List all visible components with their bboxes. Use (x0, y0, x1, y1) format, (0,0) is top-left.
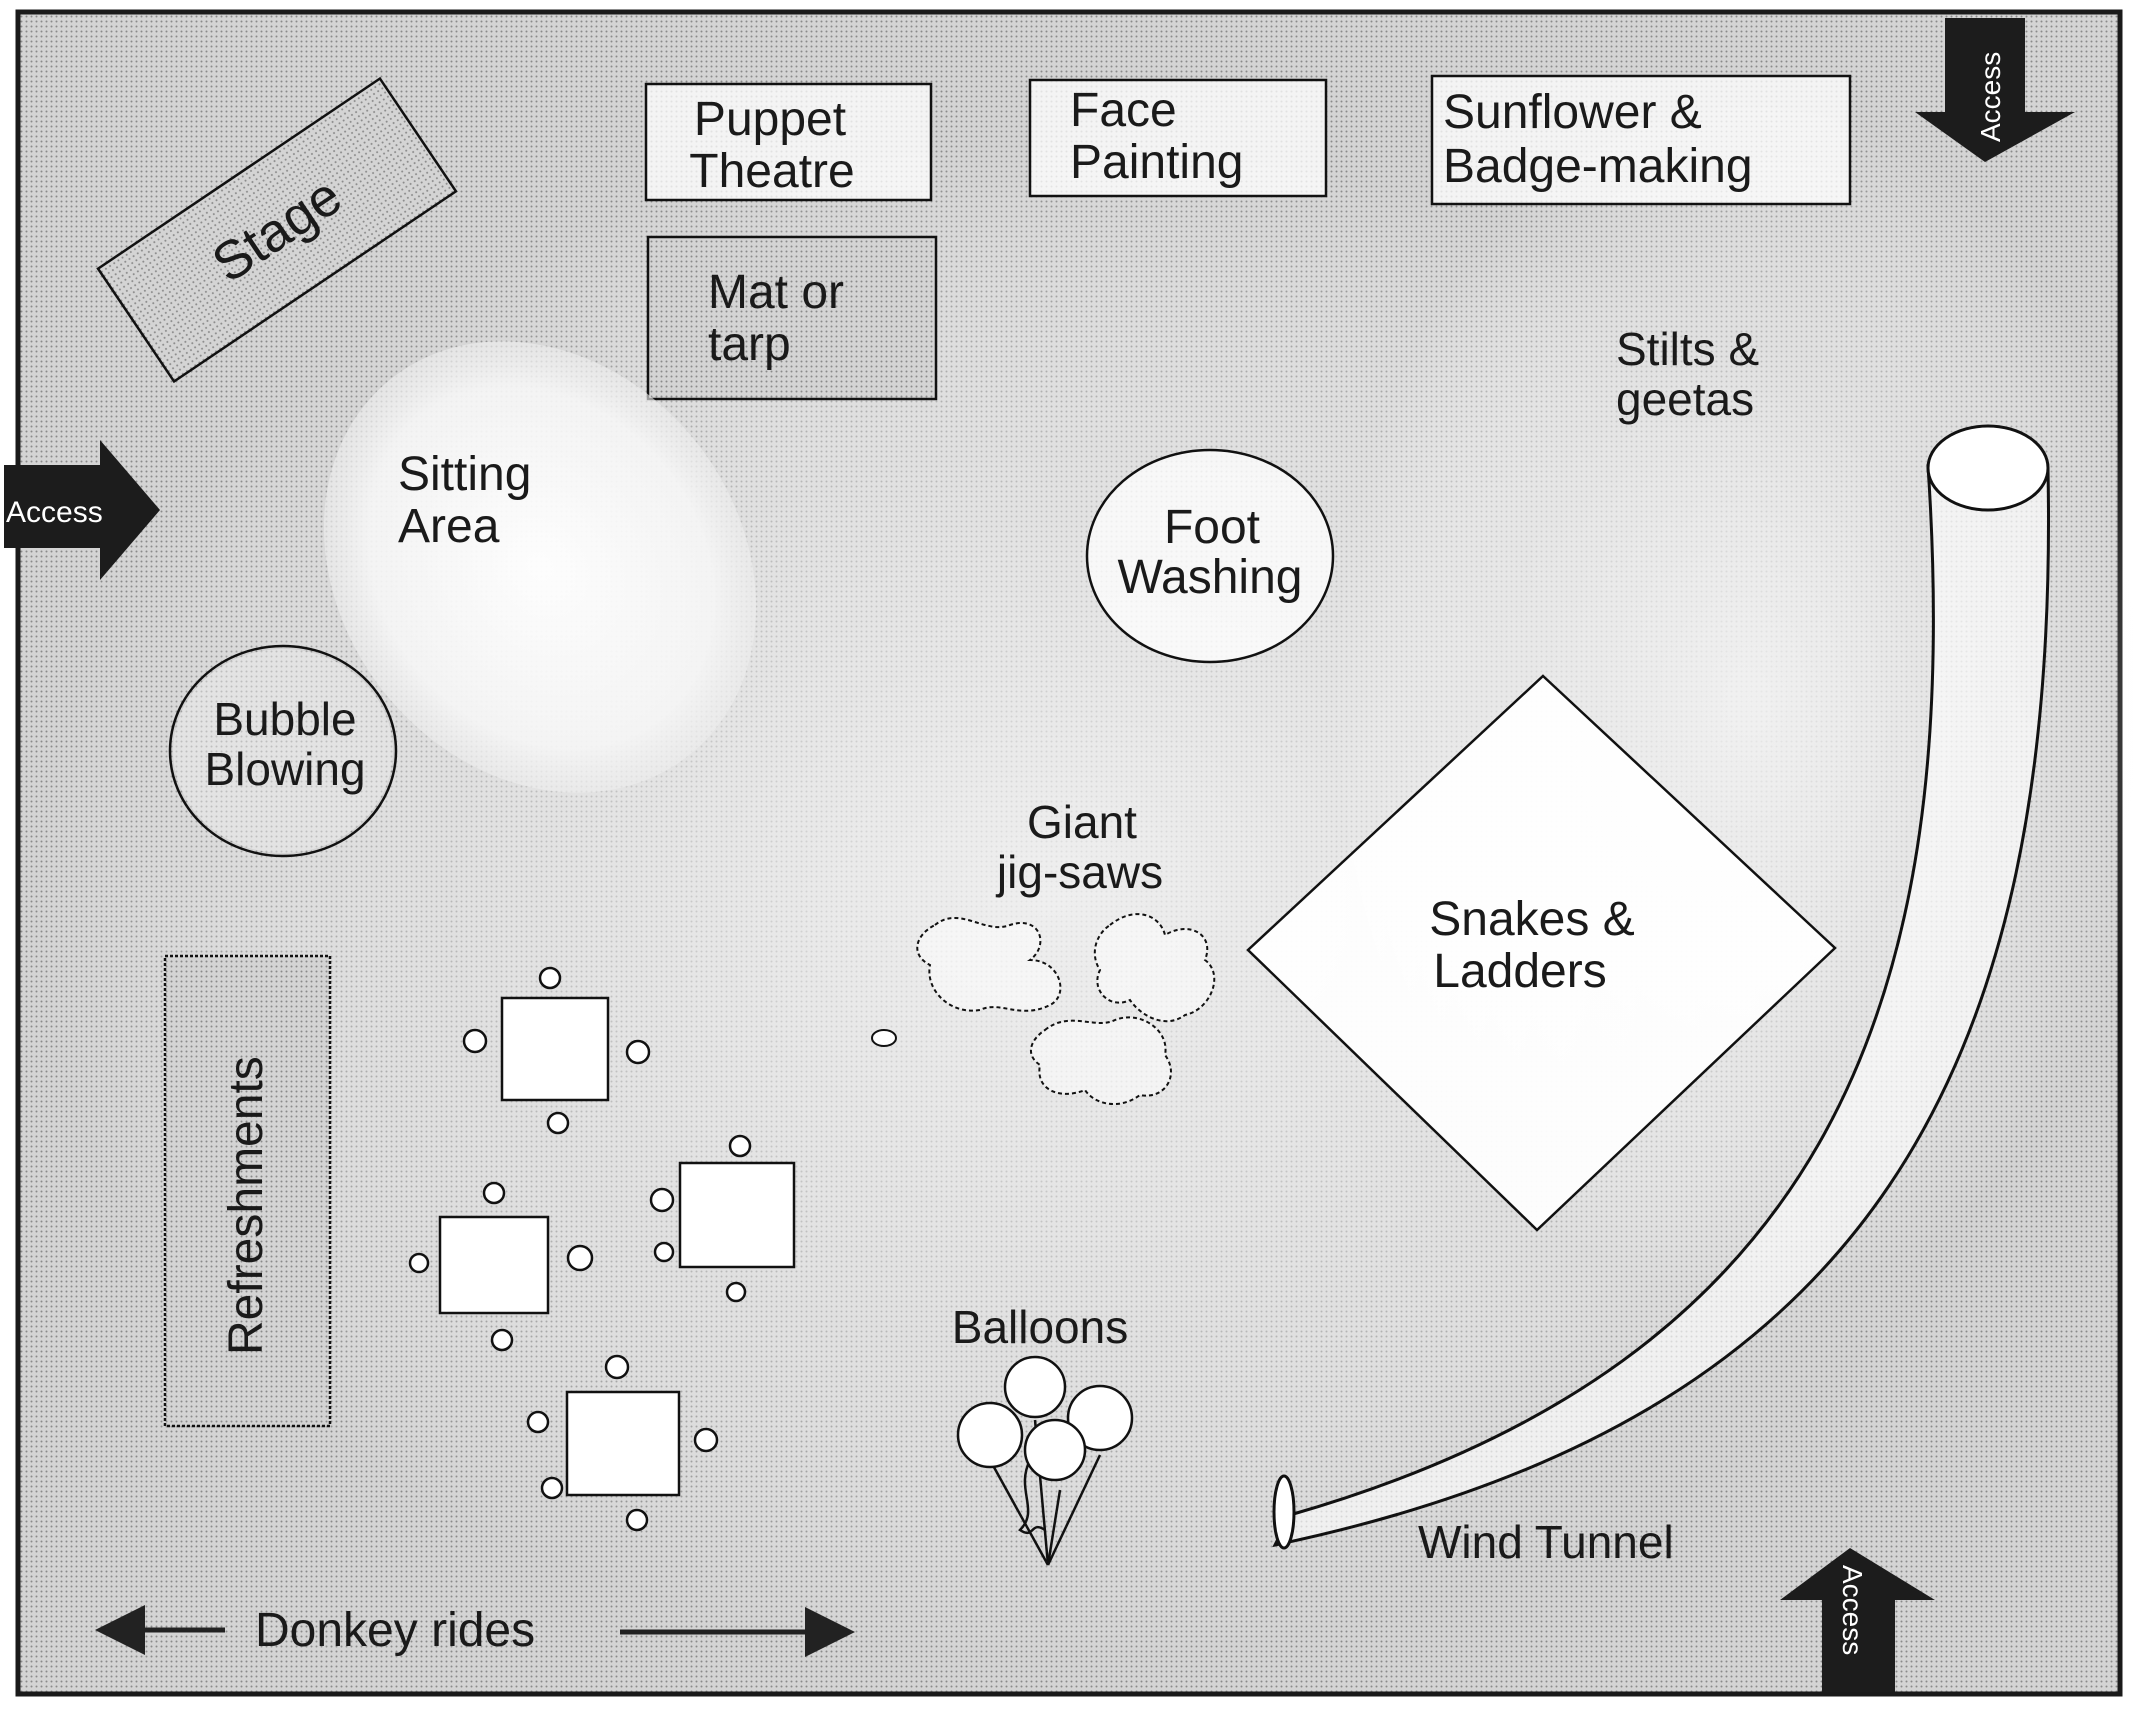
wind-tunnel: Wind Tunnel (1272, 424, 2051, 1568)
jigsaws-label-line2: jig-saws (995, 846, 1163, 898)
sitting-area-label-line2: Area (398, 500, 500, 553)
sitting-area-label-line1: Sitting (398, 448, 531, 501)
access-label-left: Access (6, 496, 103, 529)
puppet-theatre-label-line2: Theatre (689, 145, 854, 198)
donkey-rides-label: Donkey rides (255, 1604, 535, 1657)
mat-or-tarp-area: Mat or tarp (646, 235, 938, 401)
table-4 (526, 1354, 719, 1532)
donkey-rides-route: Donkey rides (95, 1604, 855, 1657)
snakes-ladders-label-line1: Snakes & (1429, 893, 1634, 946)
access-label-top-right: Access (1975, 52, 2006, 142)
table-2 (649, 1134, 796, 1303)
wind-tunnel-label: Wind Tunnel (1418, 1516, 1674, 1568)
foot-washing-label-line2: Washing (1118, 551, 1303, 604)
foot-washing-area: Foot Washing (1085, 448, 1335, 664)
bubble-blowing-label-line2: Blowing (204, 743, 365, 795)
access-arrow-bottom: Access (1780, 1548, 1935, 1692)
face-painting-area: Face Painting (1028, 78, 1328, 198)
seating-tables (408, 966, 796, 1532)
balloons-label: Balloons (952, 1301, 1128, 1353)
table-3 (408, 1181, 594, 1352)
mat-tarp-label-line2: tarp (708, 318, 791, 371)
balloons-area: Balloons (952, 1301, 1134, 1566)
access-arrow-top-right: Access (1915, 18, 2075, 162)
jigsaw-piece-bottom-icon (1030, 1016, 1172, 1106)
puppet-theatre-label-line1: Puppet (694, 93, 846, 146)
jigsaws-label-line1: Giant (1027, 796, 1137, 848)
mat-tarp-label-line1: Mat or (708, 266, 844, 319)
refreshments-area: Refreshments (163, 954, 332, 1428)
balloons-icon (956, 1355, 1134, 1566)
face-painting-label-line2: Painting (1070, 136, 1243, 189)
snakes-ladders-area: Snakes & Ladders (1246, 674, 1837, 1232)
bubble-blowing-label-line1: Bubble (213, 693, 356, 745)
sunflower-label-line2: Badge-making (1443, 140, 1753, 193)
foot-washing-label-line1: Foot (1164, 501, 1260, 554)
sunflower-label-line1: Sunflower & (1443, 86, 1702, 139)
stilts-label-line2: geetas (1616, 373, 1754, 425)
access-label-bottom: Access (1837, 1565, 1868, 1655)
snakes-ladders-label-line2: Ladders (1433, 945, 1606, 998)
stage-area: Stage (96, 76, 458, 384)
access-arrow-left: Access (4, 440, 160, 580)
refreshments-label: Refreshments (220, 1056, 273, 1355)
face-painting-label-line1: Face (1070, 84, 1177, 137)
giant-jigsaws-area: Giant jig-saws (871, 796, 1216, 1106)
stilts-label-line1: Stilts & (1616, 323, 1759, 375)
table-1 (462, 966, 651, 1135)
jigsaw-piece-left-icon (916, 917, 1062, 1012)
sitting-area: Sitting Area (323, 341, 757, 793)
sunflower-badge-area: Sunflower & Badge-making (1430, 74, 1852, 206)
jigsaw-piece-right-icon (1093, 913, 1216, 1023)
bubble-blowing-area: Bubble Blowing (168, 644, 398, 858)
puppet-theatre-area: Puppet Theatre (644, 82, 933, 202)
stilts-geetas-area: Stilts & geetas (1616, 323, 1759, 425)
